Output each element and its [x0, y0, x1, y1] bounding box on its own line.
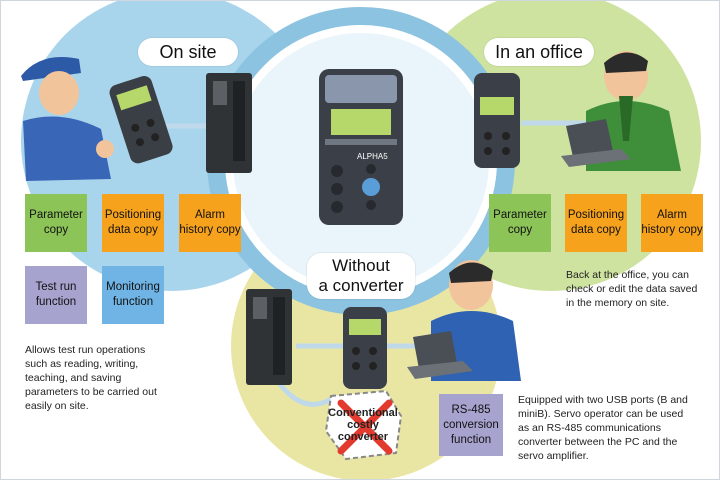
usb-note: Equipped with two USB ports (B and miniB… — [518, 394, 688, 462]
office-note: Back at the office, you can check or edi… — [566, 269, 698, 309]
servo-amplifier-icon — [206, 73, 252, 173]
servo-operator-icon — [109, 75, 173, 164]
servo-operator-icon — [474, 73, 520, 168]
alarm-history-box: Alarm history copy — [179, 194, 241, 252]
laptop-icon — [561, 119, 631, 167]
operator-brand: ALPHA5 — [357, 152, 388, 161]
office-label: In an office — [484, 38, 594, 66]
office-positioning-copy-box: Positioning data copy — [565, 194, 627, 252]
positioning-copy-box: Positioning data copy — [102, 194, 164, 252]
on-site-note: Allows test run operations such as readi… — [25, 344, 157, 412]
servo-operator-icon — [343, 307, 387, 389]
servo-operator-icon — [319, 69, 403, 225]
conventional-converter-caption: Conventional costly converter — [328, 407, 398, 443]
parameter-copy-box: Parameter copy — [25, 194, 87, 252]
without-converter-label: Without a converter — [307, 253, 415, 299]
laptop-icon — [407, 331, 473, 379]
worker-icon — [21, 57, 114, 181]
office-parameter-copy-box: Parameter copy — [489, 194, 551, 252]
rs485-box: RS-485 conversion function — [439, 394, 503, 456]
office-alarm-history-box: Alarm history copy — [641, 194, 703, 252]
test-run-box: Test run function — [25, 266, 87, 324]
cross-mark-icon — [337, 399, 393, 455]
servo-amplifier-icon — [246, 289, 292, 385]
monitoring-box: Monitoring function — [102, 266, 164, 324]
on-site-label: On site — [138, 38, 238, 66]
